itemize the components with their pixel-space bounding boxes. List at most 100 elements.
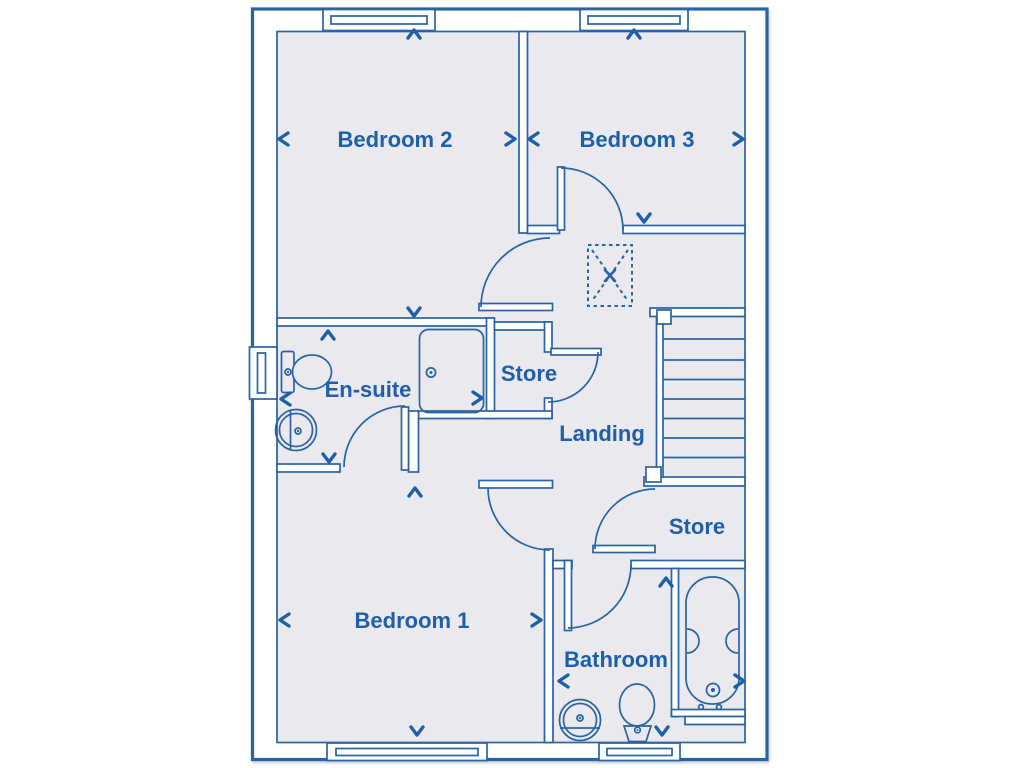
window-bedroom-1 [326, 742, 488, 762]
window-frame [598, 742, 681, 762]
room-label-landing: Landing [559, 421, 645, 446]
en-suite-toilet [280, 350, 333, 394]
dim-arrow-down-icon [406, 306, 422, 318]
window-frame [326, 742, 488, 762]
window-frame [248, 346, 278, 400]
bathroom-toilet [622, 725, 653, 743]
stairs-handrail [655, 315, 664, 478]
wall-segment [276, 317, 494, 327]
floor-plan: Bedroom 2 Bedroom 3 En-suite Store Landi… [248, 7, 769, 762]
window-glazing [587, 15, 681, 25]
shower-cubicle [429, 371, 433, 374]
loft-hatch-icon [587, 244, 633, 307]
room-label-en-suite: En-suite [325, 377, 412, 402]
dim-arrow-up-icon [320, 329, 336, 341]
window-bathroom [598, 742, 681, 762]
room-label-bedroom-3: Bedroom 3 [580, 127, 695, 152]
dim-arrow-up-icon [407, 486, 423, 498]
wall-segment [543, 321, 553, 353]
door-bedroom-1 [478, 479, 554, 551]
dim-arrow-left-icon [557, 673, 570, 689]
wall-segment [630, 559, 746, 570]
wall-segment [276, 463, 341, 473]
en-suite-toilet [286, 370, 290, 374]
door-swing-arc [480, 237, 551, 308]
shower-cubicle [418, 328, 485, 414]
en-suite-basin [296, 429, 300, 433]
dim-arrow-left-icon [278, 612, 291, 628]
bathtub [685, 576, 740, 711]
dim-arrow-left-icon [527, 131, 540, 147]
bathroom-basin [558, 698, 602, 742]
window-bedroom-2 [322, 8, 436, 32]
door-bedroom-2 [478, 237, 554, 312]
door-leaf [478, 479, 554, 489]
staircase [643, 307, 746, 487]
dim-arrow-down-icon [636, 212, 652, 224]
en-suite-basin [274, 408, 318, 452]
room-label-bathroom: Bathroom [564, 647, 668, 672]
wall-segment [622, 224, 746, 235]
stairs-top-wall [649, 307, 746, 318]
dim-arrow-right-icon [733, 673, 746, 689]
door-leaf [563, 559, 573, 632]
bathroom-toilet [633, 726, 642, 734]
loft-hatch-icon [603, 268, 617, 283]
bathtub [686, 628, 700, 654]
window-glazing [256, 352, 267, 394]
bathroom-toilet [636, 729, 639, 731]
wall-segment [684, 715, 746, 726]
door-leaf [400, 406, 410, 471]
window-en-suite [248, 346, 278, 400]
dim-arrow-left-icon [277, 131, 290, 147]
windows [248, 8, 689, 762]
bathroom-basin [562, 702, 598, 738]
bathroom-basin [578, 716, 582, 720]
dim-arrow-right-icon [504, 131, 517, 147]
shower-cubicle [418, 328, 485, 414]
bathtub [697, 703, 705, 711]
window-glazing [330, 15, 428, 25]
doors [343, 166, 656, 632]
door-leaf [556, 166, 566, 231]
stairs-bottom-wall [643, 476, 746, 487]
shower-cubicle [425, 367, 437, 378]
window-glazing [606, 747, 673, 757]
stairs-newel-post [656, 309, 672, 325]
wall-segment [670, 708, 746, 718]
dim-arrow-down-icon [654, 725, 670, 737]
bathtub [715, 703, 723, 711]
bathtub [685, 576, 740, 705]
room-labels: Bedroom 2 Bedroom 3 En-suite Store Landi… [325, 127, 726, 672]
dim-arrow-down-icon [321, 452, 337, 464]
en-suite-basin [278, 412, 314, 448]
bathroom-toilet [618, 683, 656, 743]
wall-segment [543, 548, 554, 744]
en-suite-toilet [291, 354, 333, 390]
wall-segment [485, 317, 496, 420]
dim-arrow-down-icon [409, 725, 425, 737]
bathroom-toilet [618, 683, 656, 727]
dim-arrow-up-icon [626, 28, 642, 40]
door-bedroom-3 [556, 166, 624, 231]
dim-arrow-right-icon [530, 612, 543, 628]
dimension-markers [277, 28, 746, 737]
room-label-store-middle: Store [501, 361, 557, 386]
window-glazing [335, 747, 479, 757]
bathtub [711, 688, 715, 692]
door-bathroom [563, 559, 632, 632]
door-leaf [478, 302, 554, 312]
dim-arrow-up-icon [406, 28, 422, 40]
window-frame [322, 8, 436, 32]
window-frame [579, 8, 689, 32]
bathtub [705, 682, 721, 698]
door-swing-arc [560, 167, 624, 231]
en-suite-basin [294, 427, 302, 435]
room-label-bedroom-1: Bedroom 1 [355, 608, 470, 633]
wall-segment [670, 567, 680, 718]
en-suite-basin [274, 408, 318, 452]
door-swing-arc [547, 351, 599, 403]
wall-segment [526, 224, 561, 235]
